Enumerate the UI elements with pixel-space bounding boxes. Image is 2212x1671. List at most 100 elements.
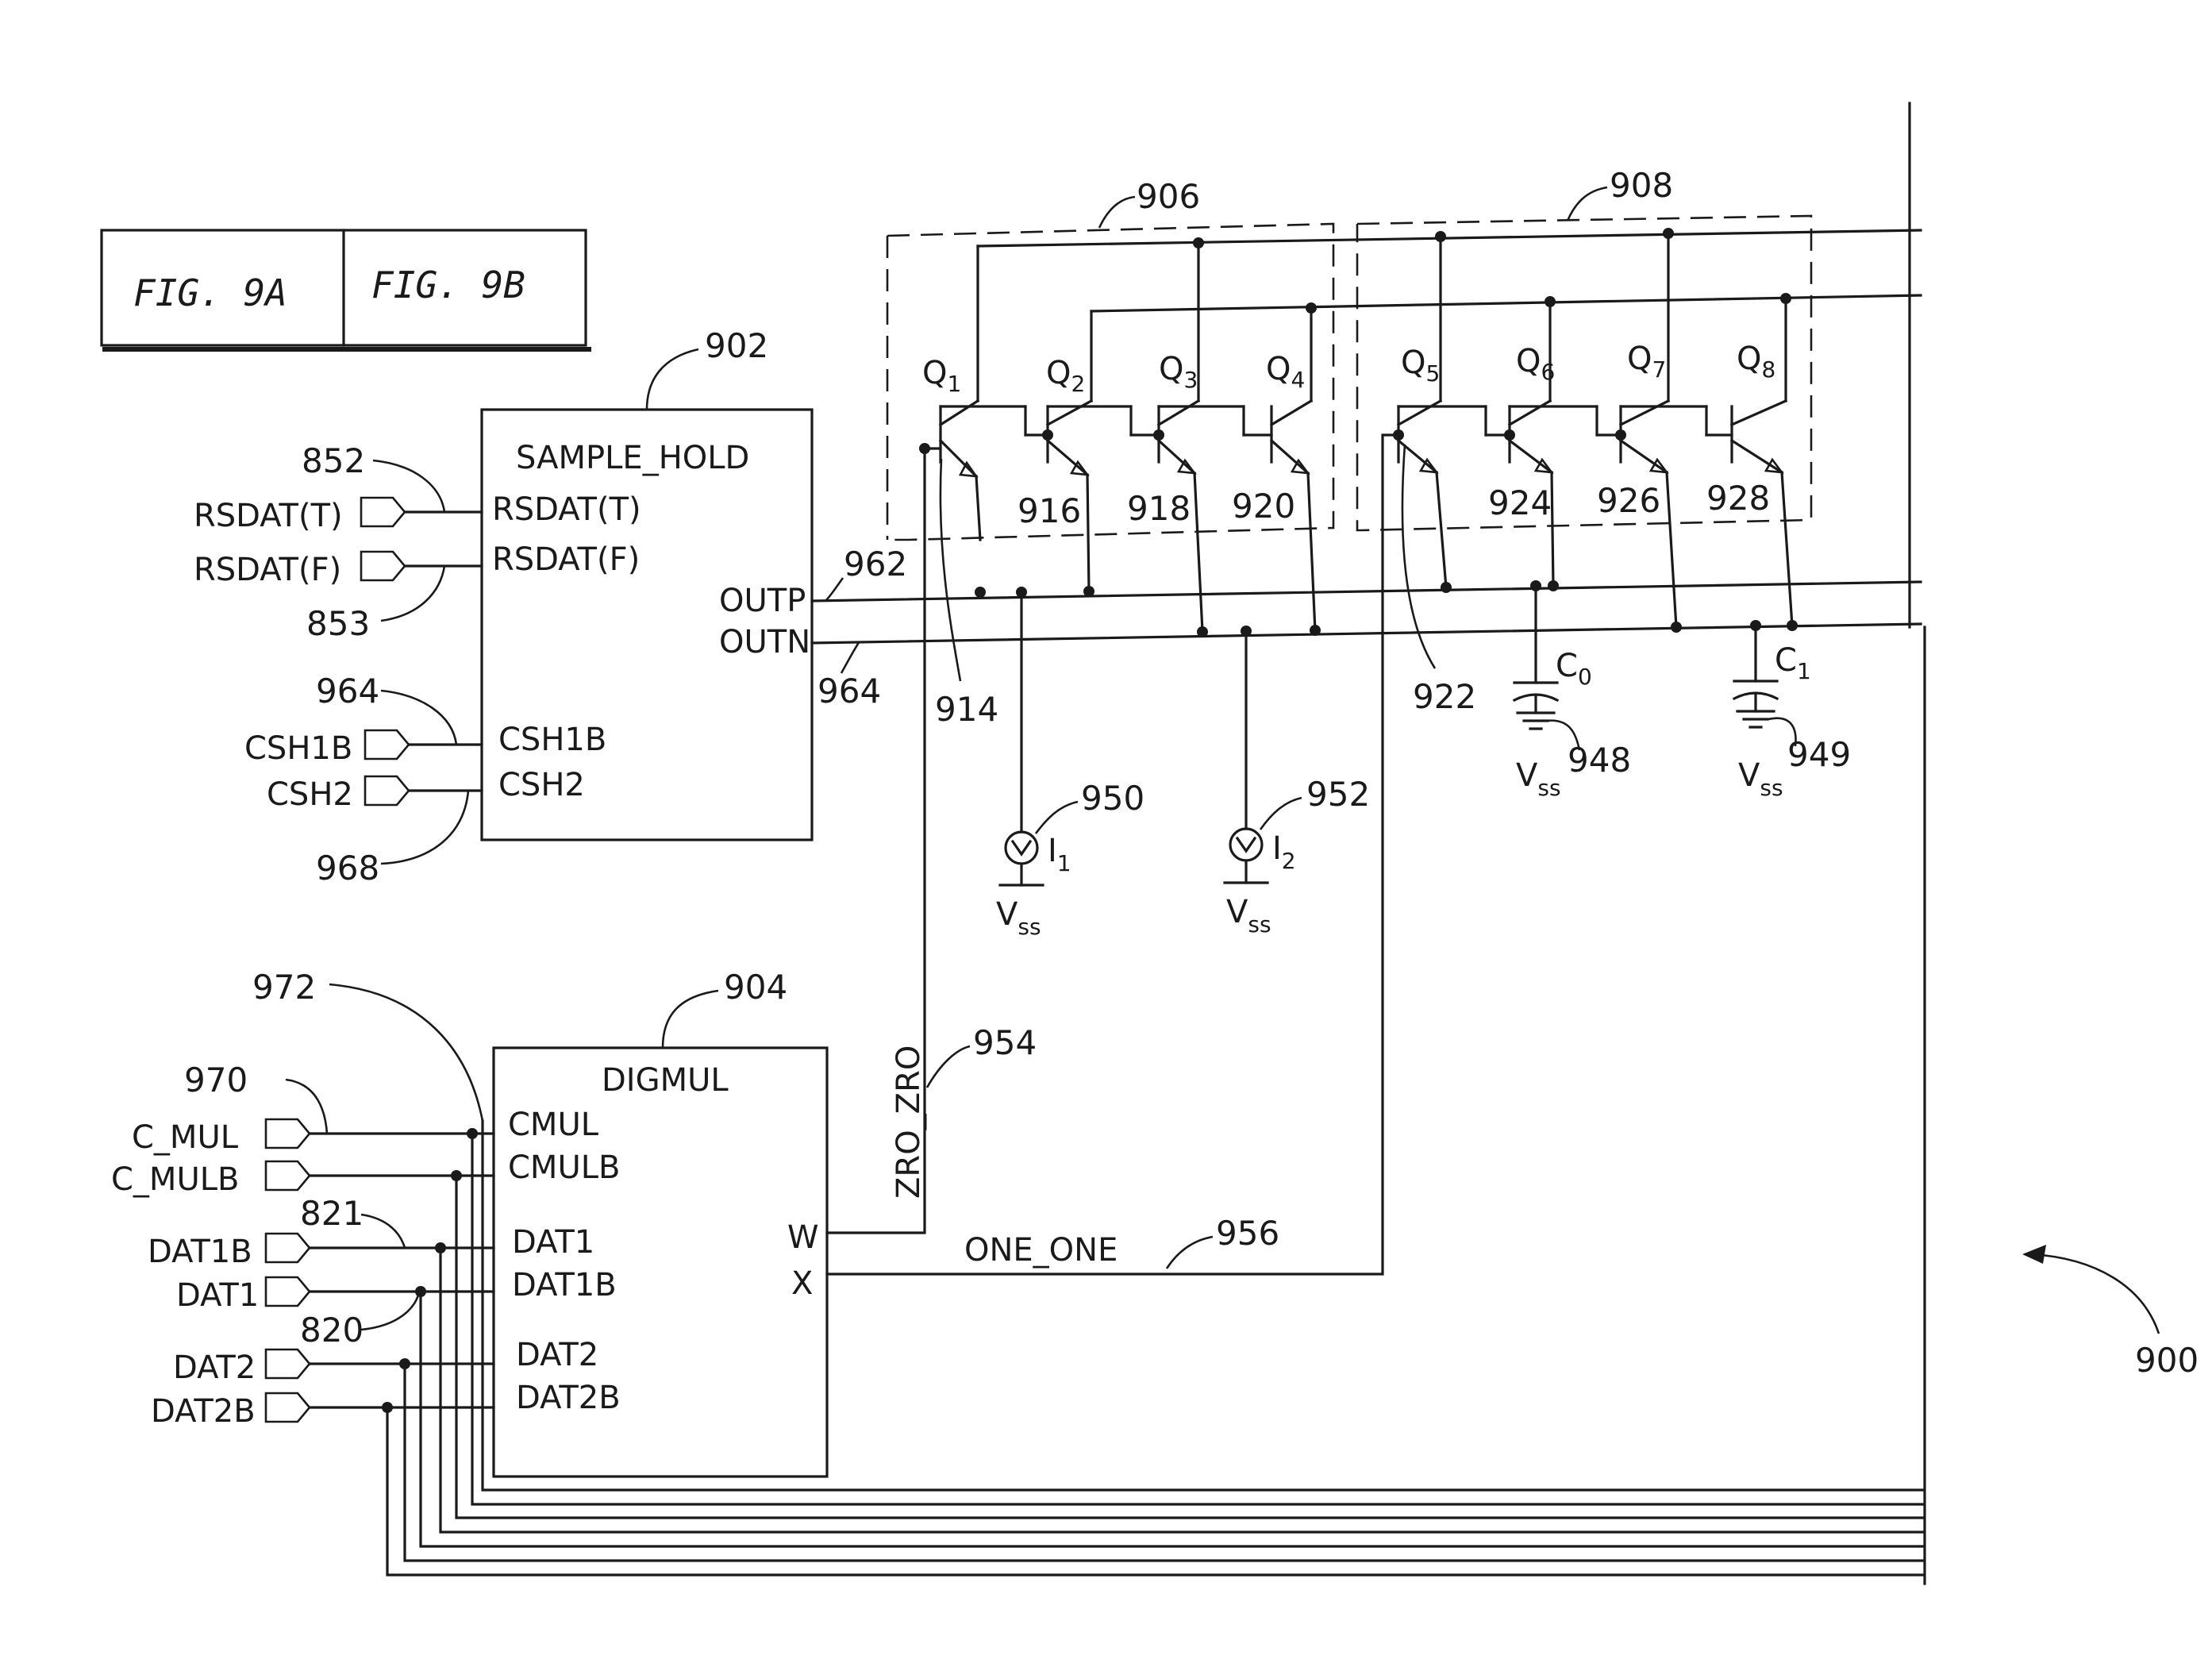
dm-pin-x: X (791, 1265, 813, 1302)
ref-852: 852 (302, 441, 365, 480)
ref-900-pointer: 900 (2022, 1245, 2199, 1380)
label-vss-i2: Vss (1226, 894, 1271, 938)
ref-968: 968 (316, 849, 379, 887)
net-zro-zro: ZRO_ZRO (891, 1045, 927, 1199)
label-q2: Q2 (1046, 355, 1085, 397)
ref-916: 916 (1018, 491, 1081, 530)
ref-821: 821 (300, 1194, 364, 1233)
ref-952: 952 (1306, 775, 1370, 814)
transistor-q2 (1025, 311, 1131, 591)
transistor-q3 (1131, 243, 1244, 631)
current-sources: I1 Vss 950 I2 Vss 952 (996, 592, 1370, 940)
sh-pin-outp: OUTP (719, 583, 806, 619)
ref-908: 908 (1610, 166, 1673, 205)
dm-pin-cmul: CMUL (508, 1107, 599, 1143)
rsdat-t-input-icon (361, 498, 405, 526)
csh1b-input-icon (365, 730, 409, 759)
ref-820: 820 (300, 1311, 364, 1350)
ref-956: 956 (1216, 1214, 1279, 1253)
ref-928: 928 (1706, 479, 1770, 518)
dm-pin-dat1: DAT1 (512, 1224, 594, 1261)
fig-9b-label: FIG. 9B (371, 264, 525, 306)
label-q1: Q1 (922, 355, 961, 397)
dat2-input-icon (266, 1350, 310, 1378)
label-i2: I2 (1272, 830, 1296, 874)
transistor-q6 (1486, 302, 1597, 586)
label-vss-c0: Vss (1516, 757, 1561, 801)
ref-926: 926 (1597, 481, 1660, 520)
ref-922: 922 (1413, 677, 1476, 716)
ref-949: 949 (1787, 735, 1851, 774)
dm-pin-dat2: DAT2 (516, 1337, 598, 1373)
ref-920: 920 (1232, 487, 1295, 526)
ref-962: 962 (844, 545, 907, 583)
rsdat-f-input-icon (361, 552, 405, 580)
ref-902: 902 (705, 326, 768, 365)
dm-pin-dat1b: DAT1B (512, 1267, 617, 1303)
transistor-q5 (1398, 237, 1486, 587)
rails (978, 103, 1925, 1584)
label-vss-i1: Vss (996, 896, 1041, 940)
ref-906: 906 (1137, 177, 1200, 216)
ref-964-csh: 964 (316, 672, 379, 710)
net-one-one: ONE_ONE (964, 1232, 1118, 1269)
sample-hold-inputs: RSDAT(T) RSDAT(F) CSH1B CSH2 852 853 964… (194, 441, 482, 887)
ref-904: 904 (724, 968, 787, 1007)
input-dat2: DAT2 (173, 1350, 256, 1386)
digmul-block: DIGMUL CMUL CMULB DAT1 DAT1B DAT2 DAT2B … (494, 968, 827, 1477)
dm-pin-dat2b: DAT2B (516, 1380, 621, 1416)
csh2-input-icon (365, 776, 409, 805)
input-dat1: DAT1 (176, 1277, 259, 1314)
ref-853: 853 (306, 604, 370, 643)
dat2b-input-icon (266, 1393, 310, 1422)
label-q4: Q4 (1266, 351, 1305, 393)
sh-pin-outn: OUTN (719, 624, 810, 660)
dm-pin-cmulb: CMULB (508, 1149, 620, 1186)
ref-972: 972 (252, 968, 316, 1007)
input-dat2b: DAT2B (151, 1393, 256, 1430)
dat1-input-icon (266, 1277, 310, 1306)
input-rsdat-f: RSDAT(F) (194, 552, 341, 588)
sample-hold-block: SAMPLE_HOLD RSDAT(T) RSDAT(F) CSH1B CSH2… (482, 326, 812, 840)
ref-914: 914 (935, 690, 998, 729)
input-c-mulb: C_MULB (111, 1161, 239, 1198)
input-dat1b: DAT1B (148, 1234, 252, 1270)
transistor-array: Q1 Q2 Q3 Q4 Q5 Q6 Q7 Q8 916 918 920 924 … (827, 228, 1798, 1274)
label-vss-c1: Vss (1738, 757, 1783, 801)
ref-924: 924 (1488, 483, 1552, 522)
ref-948: 948 (1568, 741, 1631, 780)
sample-hold-title: SAMPLE_HOLD (516, 440, 749, 476)
label-c0: C0 (1556, 648, 1592, 690)
dm-pin-w: W (787, 1219, 819, 1256)
c-mul-input-icon (266, 1119, 310, 1148)
dat1b-input-icon (266, 1234, 310, 1262)
ref-900: 900 (2135, 1341, 2199, 1380)
label-q3: Q3 (1159, 351, 1198, 393)
label-q8: Q8 (1737, 341, 1775, 383)
label-i1: I1 (1048, 833, 1071, 876)
input-c-mul: C_MUL (132, 1119, 239, 1156)
label-q7: Q7 (1627, 341, 1666, 383)
ref-954: 954 (973, 1023, 1037, 1062)
ref-970: 970 (184, 1061, 248, 1099)
figure-reference-box: FIG. 9A FIG. 9B (102, 230, 589, 349)
net-labels: ZRO_ZRO 954 ONE_ONE 956 (891, 1023, 1279, 1269)
sh-pin-rsdat-t: RSDAT(T) (492, 491, 641, 528)
sh-pin-csh1b: CSH1B (498, 722, 606, 758)
sh-pin-rsdat-f: RSDAT(F) (492, 541, 640, 578)
ref-964-outn: 964 (817, 672, 881, 710)
ref-918: 918 (1127, 489, 1191, 528)
fig-9a-label: FIG. 9A (133, 271, 287, 314)
transistor-q7 (1597, 233, 1706, 627)
input-csh1b: CSH1B (244, 730, 352, 767)
input-rsdat-t: RSDAT(T) (194, 498, 343, 534)
label-q5: Q5 (1401, 345, 1440, 387)
label-c1: C1 (1775, 642, 1811, 684)
input-csh2: CSH2 (267, 776, 353, 813)
ref-950: 950 (1081, 779, 1144, 818)
capacitors: C0 Vss 948 C1 Vss 949 (1514, 586, 1851, 801)
digmul-title: DIGMUL (602, 1062, 729, 1099)
sh-pin-csh2: CSH2 (498, 767, 585, 803)
c-mulb-input-icon (266, 1161, 310, 1190)
